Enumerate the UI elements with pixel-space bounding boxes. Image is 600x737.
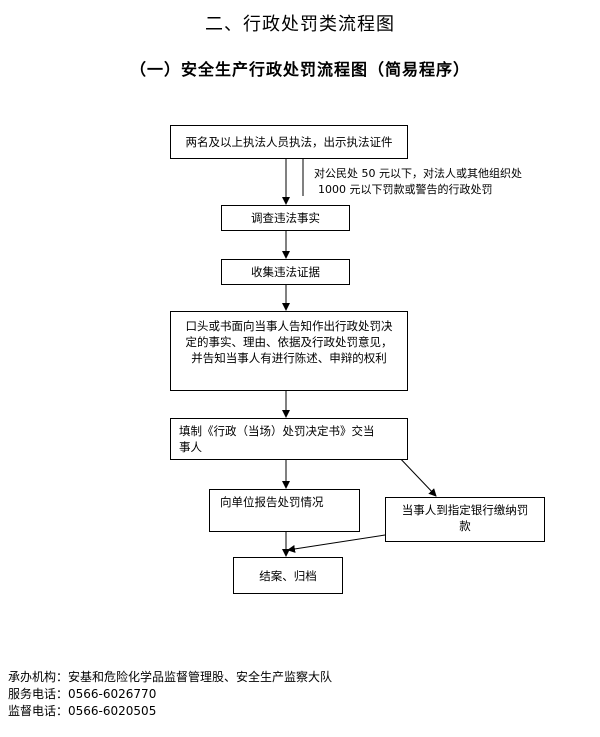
organizer-value: 安基和危险化学品监督管理股、安全生产监察大队 — [68, 670, 333, 684]
organizer-row: 承办机构：安基和危险化学品监督管理股、安全生产监察大队 — [8, 669, 332, 686]
penalty-scope-note: 对公民处 50 元以下，对法人或其他组织处 1000 元以下罚款或警告的行政处罚 — [314, 166, 522, 198]
note-line: 1000 元以下罚款或警告的行政处罚 — [318, 183, 493, 196]
step-text-line: 事人 — [179, 440, 202, 454]
service-phone-label: 服务电话： — [8, 687, 69, 701]
step-text-line: 当事人到指定银行缴纳罚 — [401, 503, 529, 517]
supervise-phone-value: 0566-6020505 — [68, 704, 157, 718]
supervise-phone-label: 监督电话： — [8, 704, 69, 718]
page-subtitle: （一）安全生产行政处罚流程图（简易程序） — [129, 60, 470, 79]
step-text-line: 两名及以上执法人员执法，出示执法证件 — [185, 135, 393, 149]
arrow-step7-to-step8 — [287, 534, 386, 553]
step-present-credentials: 两名及以上执法人员执法，出示执法证件 — [170, 125, 408, 159]
step-text-line: 并告知当事人有进行陈述、申辩的权利 — [191, 351, 387, 365]
step-pay-fine: 当事人到指定银行缴纳罚 款 — [385, 497, 545, 542]
step-text-line: 款 — [459, 519, 471, 533]
note-line: 对公民处 50 元以下，对法人或其他组织处 — [314, 167, 522, 180]
supervise-phone-row: 监督电话：0566-6020505 — [8, 703, 332, 720]
organizer-label: 承办机构： — [8, 670, 69, 684]
step-notify-party: 口头或书面向当事人告知作出行政处罚决 定的事实、理由、依据及行政处罚意见， 并告… — [170, 311, 408, 391]
step-text-line: 调查违法事实 — [251, 211, 320, 225]
service-phone-row: 服务电话：0566-6026770 — [8, 686, 332, 703]
step-collect-evidence: 收集违法证据 — [221, 259, 350, 285]
arrow-step5-to-step7 — [395, 453, 437, 497]
step-close-and-archive: 结案、归档 — [233, 557, 343, 594]
page-title: 二、行政处罚类流程图 — [205, 14, 395, 35]
step-text-line: 收集违法证据 — [251, 265, 320, 279]
step-text-line: 结案、归档 — [259, 568, 317, 583]
step-investigate-facts: 调查违法事实 — [221, 205, 350, 231]
step-text-line: 向单位报告处罚情况 — [220, 495, 324, 509]
step-issue-decision: 填制《行政（当场）处罚决定书》交当 事人 — [170, 418, 408, 460]
step-text-line: 定的事实、理由、依据及行政处罚意见， — [185, 335, 393, 349]
contact-info: 承办机构：安基和危险化学品监督管理股、安全生产监察大队 服务电话：0566-60… — [8, 669, 332, 720]
step-report-to-unit: 向单位报告处罚情况 — [209, 489, 360, 532]
step-text-line: 口头或书面向当事人告知作出行政处罚决 — [185, 319, 393, 333]
service-phone-value: 0566-6026770 — [68, 687, 157, 701]
step-text-line: 填制《行政（当场）处罚决定书》交当 — [179, 424, 375, 438]
